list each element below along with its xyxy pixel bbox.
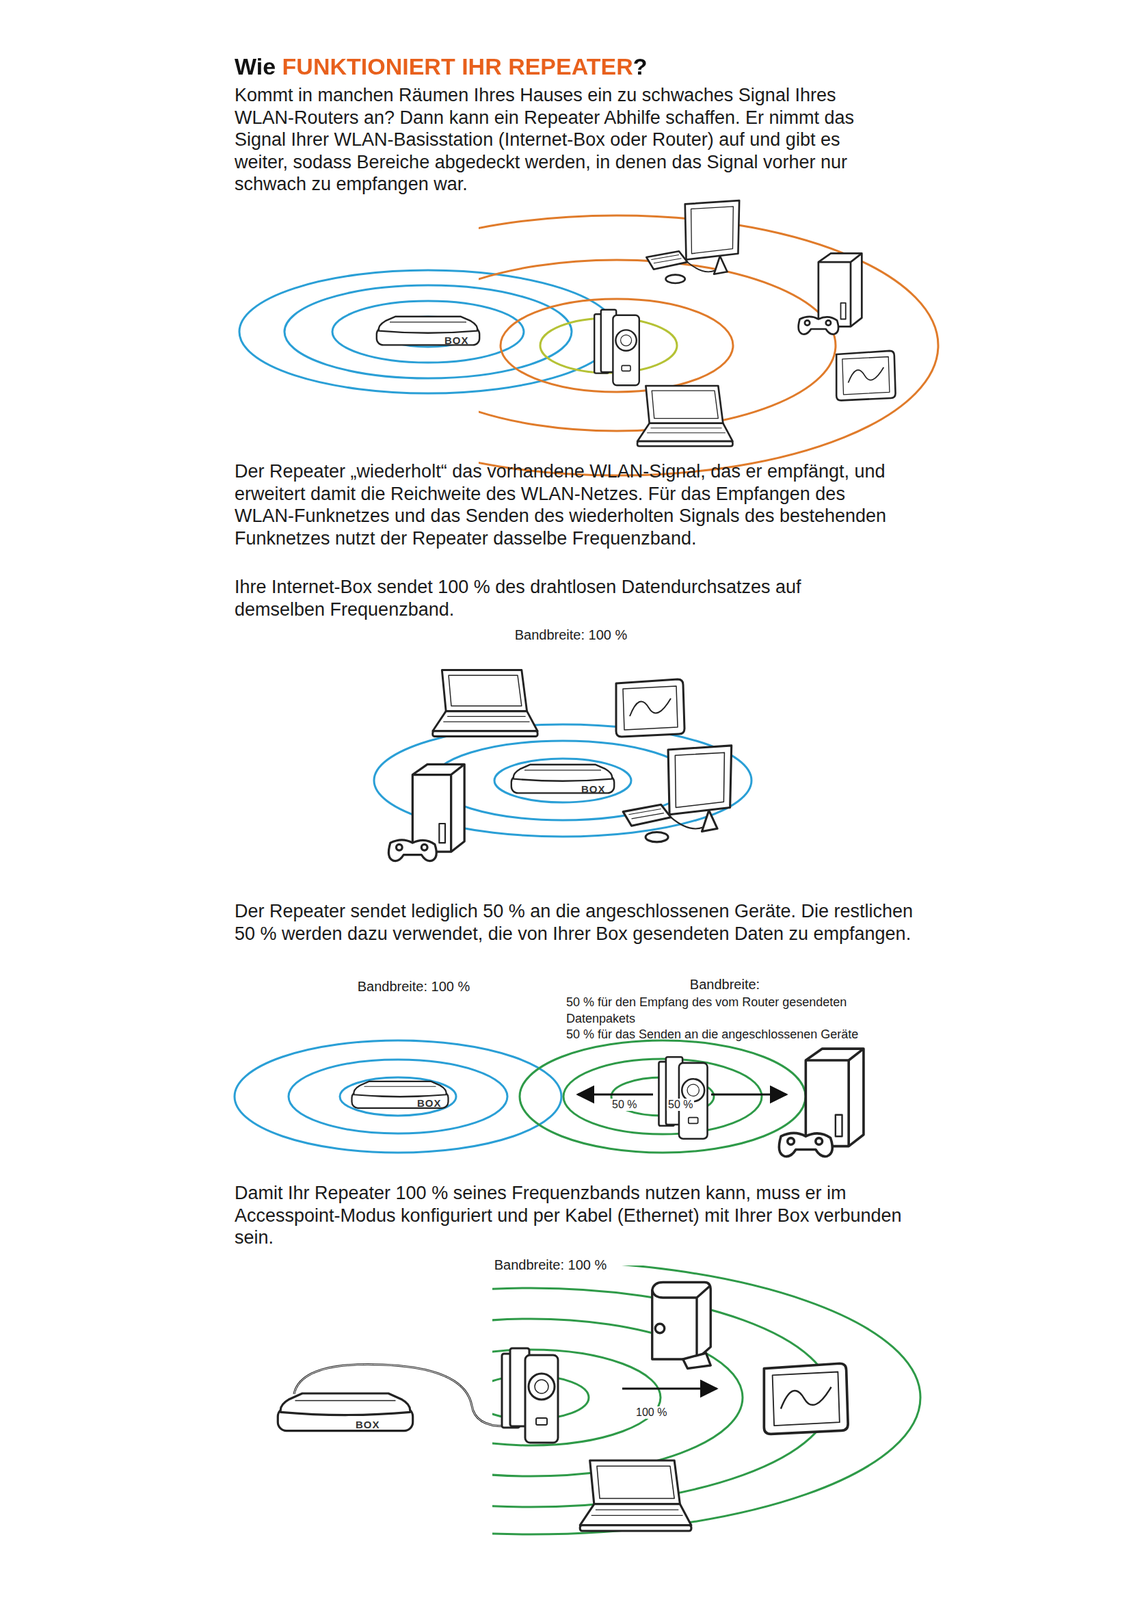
illustration-stroke bbox=[339, 1076, 457, 1116]
device-label: BOX bbox=[444, 335, 470, 347]
device-label: BOX bbox=[417, 1097, 442, 1109]
body-text: Ihre Internet-Box sendet 100 % des draht… bbox=[234, 575, 891, 621]
percent-label: 50 % bbox=[666, 1098, 695, 1111]
illustration-stroke bbox=[239, 270, 617, 394]
body-text: Damit Ihr Repeater 100 % seines Frequenz… bbox=[234, 1181, 905, 1249]
wifi-waves-repeater bbox=[519, 1040, 806, 1153]
computer bbox=[622, 745, 732, 842]
laptop bbox=[637, 385, 733, 446]
wifi-waves-repeater bbox=[492, 1265, 921, 1534]
arrow bbox=[622, 1387, 717, 1390]
computer bbox=[646, 200, 740, 284]
wifi-waves-box bbox=[239, 270, 617, 394]
tablet bbox=[836, 350, 896, 401]
laptop bbox=[579, 1459, 692, 1531]
arrow bbox=[577, 1093, 654, 1096]
body-text: Kommt in manchen Räumen Ihres Hauses ein… bbox=[234, 84, 891, 196]
internet-box bbox=[277, 1392, 413, 1431]
body-text: Der Repeater sendet lediglich 50 % an di… bbox=[234, 899, 919, 945]
illustration-stroke bbox=[492, 1265, 921, 1534]
bandwidth-label: Bandbreite: 100 % bbox=[478, 626, 664, 643]
bandwidth-note: 50 % für den Empfang des vom Router gese… bbox=[566, 993, 909, 1027]
bandwidth-note: 50 % für das Senden an die angeschlossen… bbox=[566, 1025, 922, 1043]
bandwidth-label: Bandbreite: 100 % bbox=[458, 1256, 643, 1273]
tablet bbox=[763, 1362, 848, 1434]
percent-label: 50 % bbox=[610, 1098, 638, 1111]
device-label: BOX bbox=[355, 1418, 381, 1430]
game-console bbox=[798, 253, 863, 334]
repeater bbox=[658, 1056, 708, 1139]
illustration-stroke bbox=[519, 1040, 806, 1153]
illustration-stroke bbox=[234, 1040, 562, 1153]
illustration-stroke bbox=[332, 300, 524, 363]
percent-label: 100 % bbox=[634, 1405, 669, 1419]
game-console bbox=[388, 763, 465, 861]
repeater bbox=[501, 1347, 558, 1443]
repeater bbox=[594, 309, 640, 385]
game-console bbox=[778, 1048, 864, 1156]
illustration-stroke bbox=[284, 285, 572, 379]
laptop bbox=[432, 670, 538, 737]
bandwidth-label: Bandbreite: 100 % bbox=[321, 977, 507, 995]
body-text: Der Repeater „wiederholt“ das vorhandene… bbox=[234, 460, 891, 550]
wifi-waves-box bbox=[234, 1040, 562, 1153]
illustration-stroke bbox=[288, 1059, 508, 1134]
tablet bbox=[616, 679, 685, 737]
device-label: BOX bbox=[581, 783, 606, 795]
hard-drive bbox=[652, 1282, 712, 1369]
arrow bbox=[711, 1093, 787, 1096]
illustration-stroke bbox=[494, 758, 632, 803]
bandwidth-label: Bandbreite: bbox=[656, 975, 794, 993]
page-title: Wie FUNKTIONIERT IHR REPEATER? bbox=[234, 53, 648, 81]
illustration-stroke bbox=[500, 298, 734, 392]
